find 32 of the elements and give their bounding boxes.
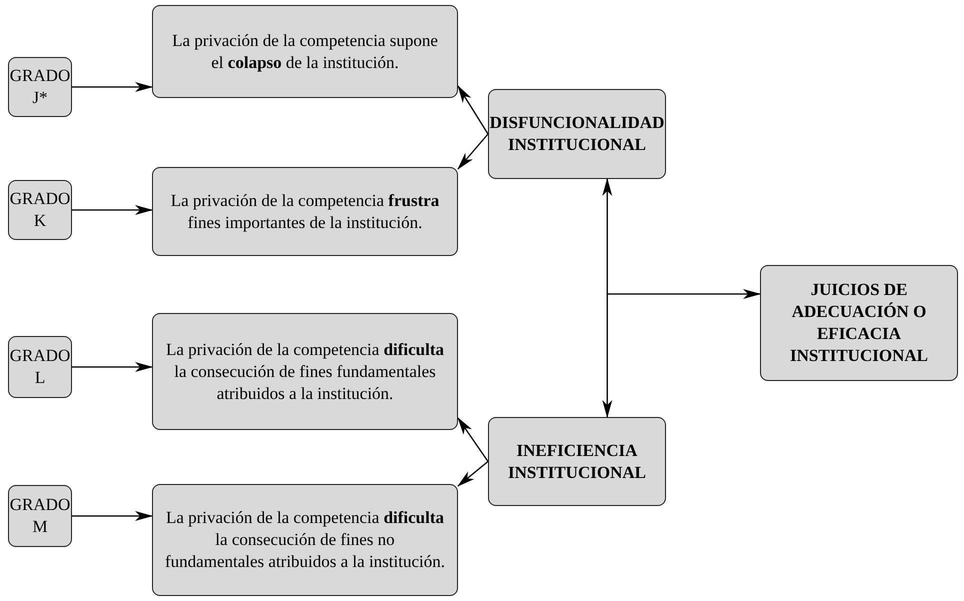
box-text: La privación de la competencia frustra fines importantes de la institución. [170,190,440,234]
box-text: GRADO J* [8,65,72,109]
box-text: GRADO K [8,188,72,232]
description-box [152,5,458,98]
grade-box [8,485,72,547]
arrow [72,362,153,372]
box-text: GRADO M [8,494,72,538]
grade-box [8,57,72,117]
box-text: GRADO L [8,345,72,389]
arrow [602,178,612,418]
arrow [457,85,489,134]
description-box [152,313,458,430]
arrow [72,511,153,521]
grade-box [8,180,72,240]
concept-box [488,417,666,506]
box-text: La privación de la competencia supone el colapso de la institución. [171,30,439,74]
description-box [152,484,458,596]
box-text: DISFUNCIONALIDAD INSTITUCIONAL [488,112,666,156]
box-text: JUICIOS DE ADECUACIÓN O EFICACIA INSTITUCIONAL [789,279,929,367]
arrow [457,134,488,170]
box-text: INEFICIENCIA INSTITUCIONAL [507,440,647,484]
description-box [152,167,458,256]
box-text: La privación de la competencia dificulta la consecución de fines no fundamentales atribuidos a la institución. [164,507,446,573]
grade-box [8,336,72,398]
concept-box [488,89,666,179]
box-text: La privación de la competencia dificulta la consecución de fines fundamentales atribuidos a la institución. [164,338,446,404]
arrow [607,289,761,299]
arrow [457,461,488,487]
concept-box [760,265,958,381]
arrow [72,82,153,92]
arrow [72,205,153,215]
arrow [457,417,489,462]
